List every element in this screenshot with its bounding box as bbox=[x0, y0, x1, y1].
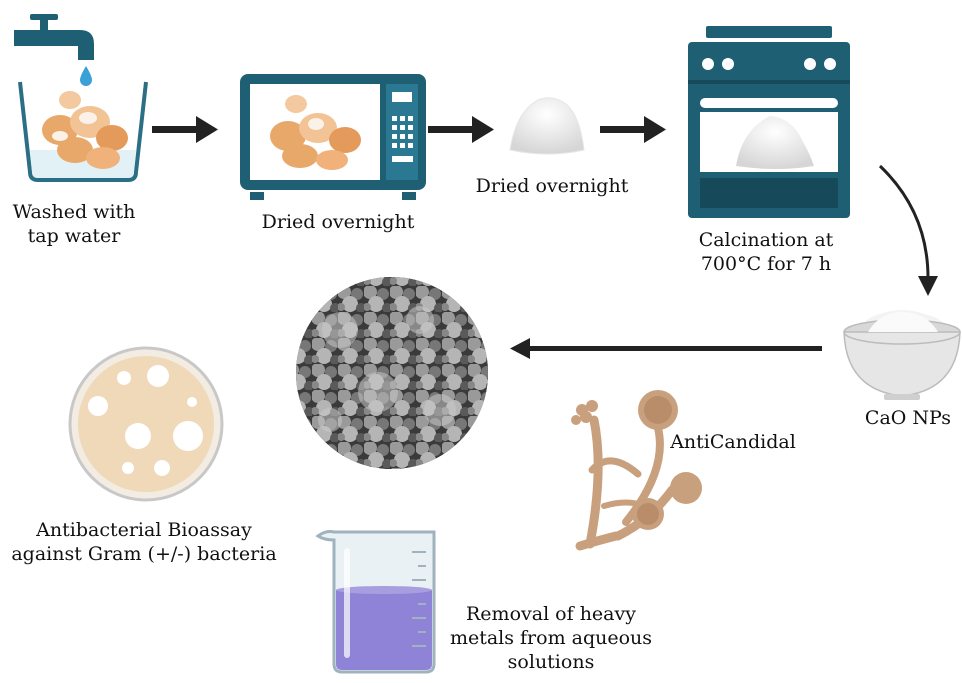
bowl-icon bbox=[843, 310, 961, 400]
microwave-step-label: Dried overnight bbox=[261, 211, 415, 233]
anticandidal-label: AntiCandidal bbox=[670, 431, 796, 453]
eggshell-basin-icon bbox=[18, 81, 148, 182]
arrow-powder-to-oven bbox=[600, 116, 666, 143]
wash-step-label: Washed with tap water bbox=[12, 201, 136, 247]
arrow-wash-to-microwave bbox=[152, 116, 218, 143]
product-label: CaO NPs bbox=[864, 407, 952, 429]
beaker-icon bbox=[315, 530, 436, 674]
calcination-step-label: Calcination at 700°C for 7 h bbox=[698, 229, 834, 275]
curved-arrow-oven-to-bowl bbox=[878, 164, 938, 296]
antibacterial-label: Antibacterial Bioassay against Gram (+/-… bbox=[11, 519, 277, 565]
water-drop-icon bbox=[80, 66, 92, 86]
arrow-microwave-to-powder bbox=[428, 116, 494, 143]
faucet-icon bbox=[14, 14, 94, 60]
heavy-metals-label: Removal of heavy metals from aqueous sol… bbox=[449, 603, 653, 673]
petri-dish-icon bbox=[68, 346, 224, 502]
arrow-product-to-nanoparticles bbox=[510, 338, 822, 359]
powder-step-label: Dried overnight bbox=[475, 175, 629, 197]
sem-image-icon bbox=[296, 277, 488, 469]
oven-icon bbox=[688, 26, 850, 218]
candida-spores bbox=[571, 390, 702, 530]
powder-pile-icon bbox=[509, 97, 585, 155]
microwave-icon bbox=[240, 74, 426, 200]
